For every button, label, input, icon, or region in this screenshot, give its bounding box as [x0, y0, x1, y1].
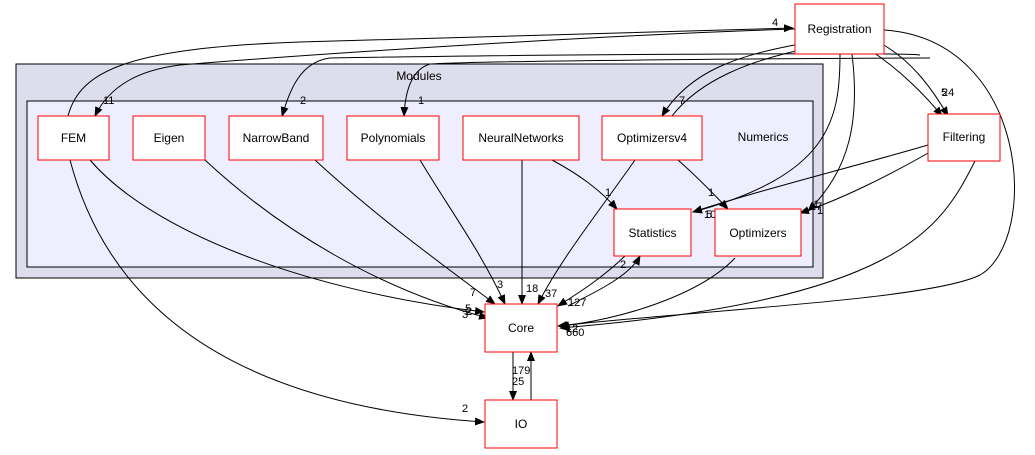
edge-label[interactable]: 3 [462, 309, 468, 321]
node-polynomials[interactable]: Polynomials [346, 115, 440, 161]
node-filtering-label: Filtering [943, 130, 986, 144]
edge-label[interactable]: 127 [568, 297, 586, 309]
node-optimizersv4[interactable]: Optimizersv4 [601, 115, 703, 161]
edge-label[interactable]: 1 [817, 205, 823, 217]
node-fem[interactable]: FEM [37, 115, 110, 161]
node-io-label: IO [515, 417, 528, 431]
node-neuralnetworks-label: NeuralNetworks [478, 131, 563, 145]
edge-label[interactable]: 18 [526, 283, 538, 295]
node-optimizers-label: Optimizers [729, 226, 786, 240]
edge-narrowband-core [314, 159, 496, 305]
edge-registration-fem [94, 28, 796, 117]
edge-label[interactable]: 1 [813, 199, 819, 211]
node-core[interactable]: Core [484, 303, 558, 353]
edge-core-statistics [567, 255, 641, 307]
edge-registration-filtering [881, 43, 949, 117]
edge-label[interactable]: 179 [512, 365, 530, 377]
node-eigen[interactable]: Eigen [132, 115, 206, 161]
node-eigen-label: Eigen [154, 131, 185, 145]
cluster-numerics-label: Numerics [738, 130, 789, 144]
node-statistics-label: Statistics [628, 226, 676, 240]
edge-label[interactable]: 3 [497, 279, 503, 291]
edge-eigen-core [204, 159, 489, 320]
edge-optimizers-core [559, 257, 736, 330]
edge-registration-optimizersv4-b [671, 47, 811, 117]
node-core-label: Core [508, 321, 534, 335]
edge-label[interactable]: 1 [418, 95, 424, 107]
edge-registration-optimizersv4 [661, 43, 801, 117]
edge-label[interactable]: 12 [566, 323, 578, 335]
edge-registration-filtering-b [869, 49, 943, 117]
edges [67, 24, 1015, 426]
edge-label[interactable]: 17 [810, 201, 822, 213]
node-polynomials-label: Polynomials [361, 131, 426, 145]
node-optimizers[interactable]: Optimizers [714, 208, 802, 257]
node-io[interactable]: IO [484, 399, 558, 449]
edge-registration-polynomials [400, 57, 931, 117]
node-fem-label: FEM [61, 131, 86, 145]
edge-label[interactable]: 1 [605, 187, 611, 199]
edge-label[interactable]: 5 [941, 87, 947, 99]
edge-filtering-optimizers [799, 151, 931, 215]
edge-fem-core [89, 159, 485, 315]
edge-label[interactable]: 5 [706, 209, 712, 221]
edge-label[interactable]: 11 [103, 95, 114, 107]
edge-label[interactable]: 25 [512, 376, 524, 388]
edge-label[interactable]: 4 [772, 17, 778, 29]
edge-optimizersv4-optimizers [677, 159, 729, 210]
edge-label[interactable]: 2 [462, 403, 468, 415]
edge-neuralnetworks-statistics [551, 159, 618, 210]
edge-fem-io [69, 159, 485, 426]
edge-label[interactable]: 7 [470, 287, 476, 299]
node-filtering[interactable]: Filtering [927, 113, 1001, 162]
edge-filtering-core [559, 160, 976, 332]
edge-registration-optimizers [807, 53, 856, 212]
node-narrowband[interactable]: NarrowBand [228, 115, 324, 161]
edge-label[interactable]: 37 [545, 288, 557, 300]
edge-label[interactable]: 5 [465, 303, 471, 315]
edge-label[interactable]: 660 [566, 327, 584, 339]
edge-optimizersv4-core [537, 159, 636, 305]
node-registration[interactable]: Registration [794, 3, 885, 55]
edge-label[interactable]: 2 [620, 259, 626, 271]
cluster-modules-label: Modules [396, 69, 441, 83]
edge-label[interactable]: 2 [300, 95, 306, 107]
edge-statistics-core [557, 255, 626, 307]
node-registration-label: Registration [807, 22, 871, 36]
edge-label[interactable]: 7 [679, 95, 685, 107]
edge-registration-core [557, 29, 1015, 329]
edge-label[interactable]: 1 [708, 187, 714, 199]
edge-label[interactable]: 24 [942, 87, 954, 99]
edge-labels: 11 4 2 1 7 24 5 1 1 10 5 1 1 17 3 2 7 5 … [103, 17, 954, 415]
node-statistics[interactable]: Statistics [613, 208, 692, 257]
edge-polynomials-core [419, 159, 506, 305]
edge-label[interactable]: 10 [704, 209, 716, 221]
node-neuralnetworks[interactable]: NeuralNetworks [462, 115, 580, 161]
node-optimizersv4-label: Optimizersv4 [617, 131, 687, 145]
edge-fem-registration [67, 24, 794, 117]
edge-label[interactable]: 2 [466, 306, 472, 318]
edge-registration-statistics [692, 53, 841, 214]
node-narrowband-label: NarrowBand [243, 131, 310, 145]
